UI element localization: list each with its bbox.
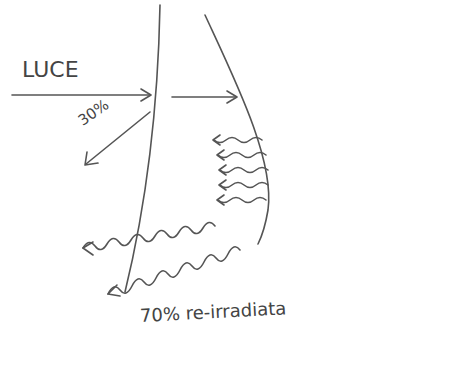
arrowhead (213, 135, 220, 145)
reradiation-wave (218, 153, 266, 158)
incoming-light-arrow (12, 94, 150, 96)
reradiated-label: 70% re-irradiata (139, 298, 286, 325)
arrowhead (227, 91, 237, 103)
arrowhead (219, 165, 226, 175)
light-label: LUCE (22, 58, 79, 82)
reradiation-wave (220, 183, 268, 188)
arrowhead (85, 152, 98, 165)
arrowhead (141, 89, 151, 101)
reradiation-wave (220, 168, 268, 173)
transmitted-arrow (172, 96, 236, 98)
arrowhead (217, 195, 224, 205)
arrowhead (108, 285, 120, 296)
layer-left-border (125, 5, 160, 292)
reradiation-wave (218, 198, 266, 203)
layer-right-border (205, 15, 269, 244)
arrowhead (219, 180, 226, 190)
reradiation-wave-long (83, 222, 215, 249)
reradiation-wave (214, 138, 262, 143)
arrowhead (217, 150, 224, 160)
reradiation-wave-long (108, 247, 240, 294)
arrowhead (83, 242, 93, 255)
reflected-percent-label: 30% (75, 96, 112, 129)
